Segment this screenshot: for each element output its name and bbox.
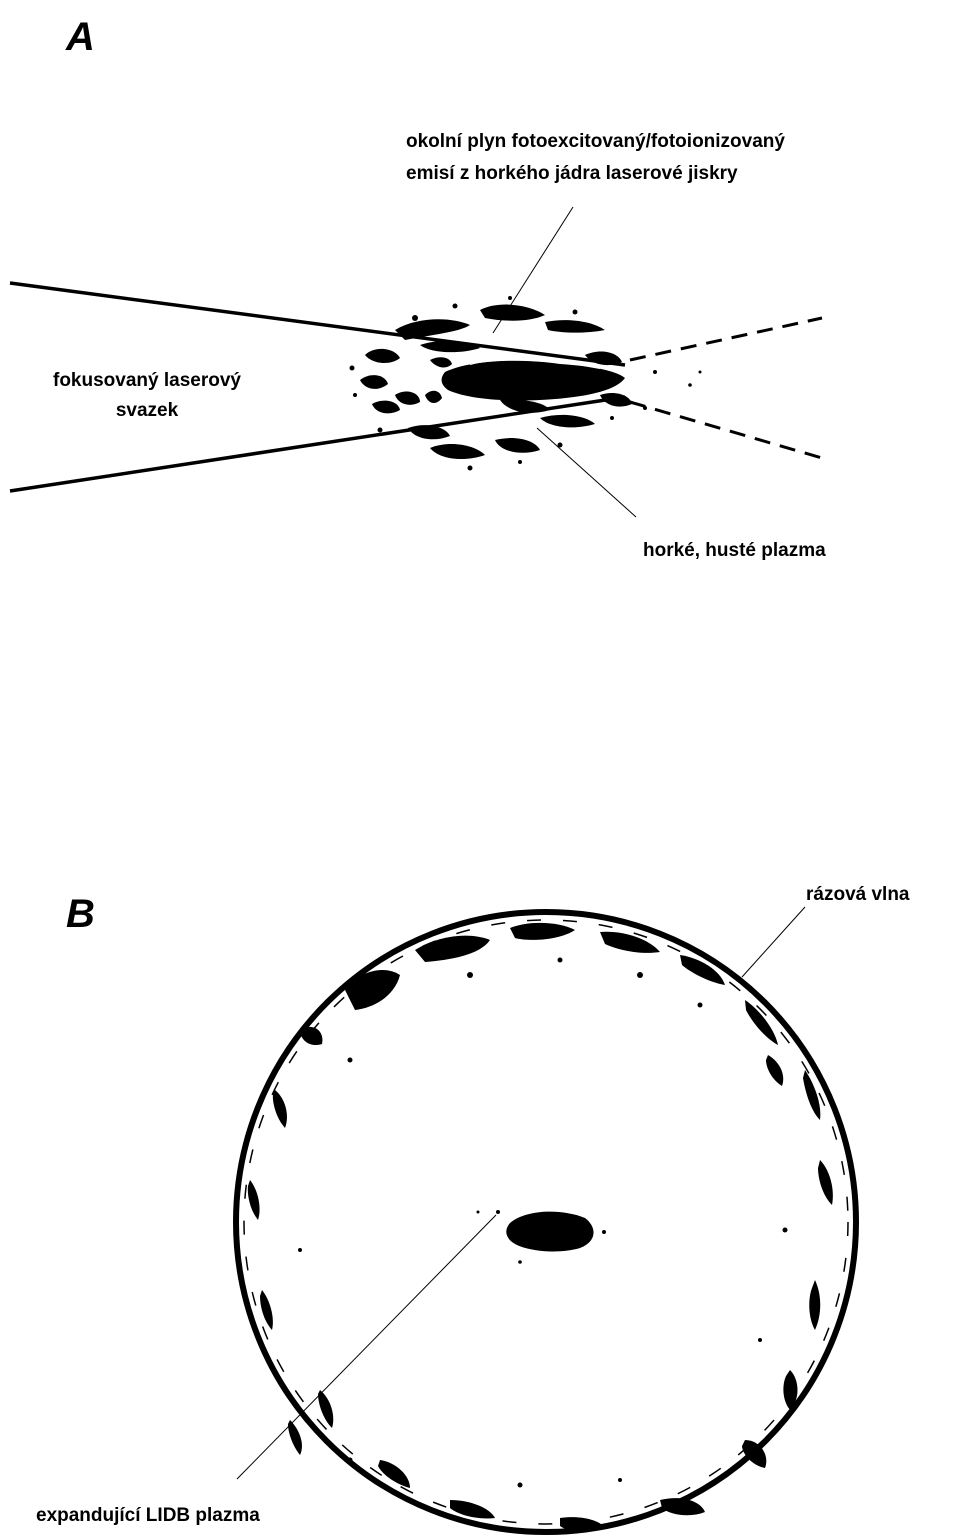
laser-beam-upper-continuation — [630, 318, 822, 360]
leader-line-shock-wave — [742, 907, 805, 977]
label-ambient-gas-line1: okolní plyn fotoexcitovaný/fotoionizovan… — [406, 131, 785, 152]
label-expanding-plasma: expandující LIDB plazma — [36, 1505, 260, 1526]
label-hot-plasma: horké, husté plazma — [643, 540, 826, 561]
expanding-lidb-plasma — [477, 1210, 607, 1264]
label-beam-line2: svazek — [116, 400, 179, 421]
label-ambient-gas-line2: emisí z horkého jádra laserové jiskry — [406, 163, 738, 184]
label-shock-wave: rázová vlna — [806, 884, 910, 905]
leader-line-expanding-plasma — [237, 1215, 496, 1479]
leader-line-hot-plasma — [537, 428, 636, 517]
panel-a-letter: A — [65, 15, 95, 59]
hot-dense-plasma-core — [430, 357, 625, 413]
panel-b: B — [36, 884, 910, 1532]
laser-beam-lower-continuation — [630, 402, 822, 458]
label-beam-line1: fokusovaný laserový — [53, 370, 241, 391]
laser-beam-upper-edge — [10, 283, 625, 365]
panel-a: A — [10, 15, 826, 561]
panel-b-letter: B — [66, 892, 95, 936]
